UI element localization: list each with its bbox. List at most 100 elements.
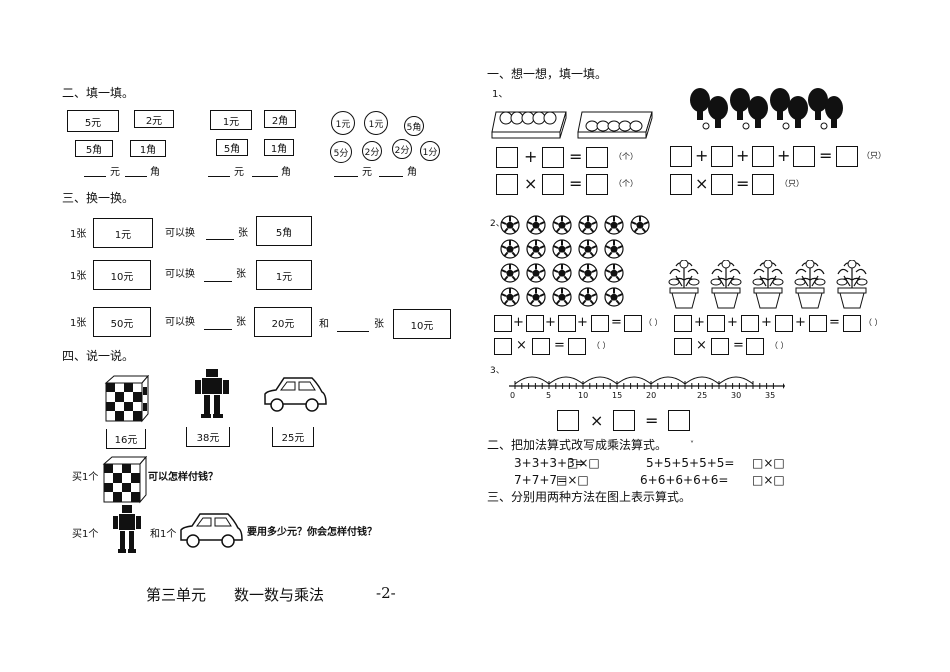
tick-label: 5 — [546, 391, 552, 400]
equals-sign: = — [736, 174, 750, 193]
and-one-label: 和1个 — [150, 529, 177, 540]
can-exchange-label: 可以换 — [165, 269, 195, 280]
number-line-labels: 0 5 10 15 20 25 30 35 — [505, 392, 785, 402]
item-number: 3、 — [490, 366, 505, 376]
one-sheet-label: 1张 — [70, 229, 87, 240]
answer-box[interactable] — [752, 146, 774, 167]
unit-label: （只） — [862, 151, 886, 160]
buy-one-label: 买1个 — [72, 472, 99, 483]
answer-box[interactable] — [711, 338, 729, 355]
addition-expression: 5+5+5+5+5= — [646, 456, 735, 470]
answer-box[interactable] — [775, 315, 793, 332]
answer-box[interactable] — [793, 146, 815, 167]
unit-yuan: 元 — [362, 167, 372, 178]
banknote: 1角 — [130, 140, 166, 157]
toy-car-icon — [180, 513, 243, 548]
plus-sign: + — [577, 315, 588, 330]
banknote: 10元 — [93, 260, 151, 290]
answer-box[interactable] — [670, 174, 692, 195]
answer-box[interactable] — [542, 174, 564, 195]
toy-car-icon — [264, 377, 327, 412]
answer-box[interactable] — [494, 338, 512, 355]
egg-tray-icon — [491, 111, 653, 139]
equals-sign: = — [733, 338, 744, 353]
answer-box[interactable] — [843, 315, 861, 332]
multiplication-blank[interactable]: □×□ — [567, 456, 600, 470]
plus-sign: + — [761, 315, 772, 330]
equals-sign: = — [554, 338, 565, 353]
rubiks-cube-icon — [102, 456, 148, 504]
answer-box[interactable] — [741, 315, 759, 332]
section-rewrite-title: 二、把加法算式改写成乘法算式。 — [487, 438, 668, 452]
multiplication-blank[interactable]: □×□ — [752, 456, 785, 470]
answer-box[interactable] — [624, 315, 642, 332]
answer-box[interactable] — [746, 338, 764, 355]
answer-box[interactable] — [670, 146, 692, 167]
tick-label: 30 — [731, 391, 742, 400]
answer-box[interactable] — [591, 315, 609, 332]
answer-box[interactable] — [586, 174, 608, 195]
answer-box[interactable] — [557, 410, 579, 431]
times-sign: × — [695, 174, 709, 193]
answer-box[interactable] — [707, 315, 725, 332]
addition-expression: 3+3+3+3= — [514, 456, 585, 470]
banknote: 2角 — [264, 110, 296, 128]
coin: 2分 — [392, 139, 412, 159]
sheet-label: 张 — [236, 269, 246, 280]
plus-sign: + — [777, 146, 791, 165]
answer-box[interactable] — [586, 147, 608, 168]
price-tag: 16元 — [106, 429, 146, 449]
banknote: 50元 — [93, 307, 151, 337]
plus-sign: + — [695, 146, 709, 165]
answer-box[interactable] — [568, 338, 586, 355]
answer-box[interactable] — [532, 338, 550, 355]
banknote: 5元 — [67, 110, 119, 132]
banknote: 20元 — [254, 307, 312, 337]
robot-icon — [195, 369, 229, 418]
coin: 5分 — [330, 141, 352, 163]
answer-box[interactable] — [752, 174, 774, 195]
equals-sign: = — [829, 315, 840, 330]
unit-jiao: 角 — [281, 167, 291, 178]
unit-paren: （ ） — [644, 318, 663, 327]
answer-box[interactable] — [711, 174, 733, 195]
answer-box[interactable] — [558, 315, 576, 332]
answer-box[interactable] — [668, 410, 690, 431]
can-exchange-label: 可以换 — [165, 228, 195, 239]
multiplication-blank[interactable]: □×□ — [556, 473, 589, 487]
rubiks-cube-icon — [104, 375, 150, 423]
price-tag: 25元 — [272, 427, 314, 447]
answer-box[interactable] — [674, 315, 692, 332]
banknote: 1角 — [264, 139, 294, 156]
plus-sign: + — [694, 315, 705, 330]
section-think-title: 一、想一想，填一填。 — [487, 67, 608, 81]
banknote: 1元 — [93, 218, 153, 248]
answer-box[interactable] — [494, 315, 512, 332]
number-line — [509, 376, 785, 389]
plus-sign: + — [513, 315, 524, 330]
times-sign: × — [590, 411, 604, 430]
tick-label: 20 — [646, 391, 657, 400]
answer-box[interactable] — [674, 338, 692, 355]
robot-icon — [113, 505, 141, 553]
answer-box[interactable] — [711, 146, 733, 167]
multiplication-blank[interactable]: □×□ — [752, 473, 785, 487]
answer-box[interactable] — [836, 146, 858, 167]
answer-box[interactable] — [809, 315, 827, 332]
unit-yuan: 元 — [110, 167, 120, 178]
item-number: 1、 — [492, 89, 509, 100]
football-grid-icon — [500, 215, 650, 307]
answer-box[interactable] — [496, 147, 518, 168]
unit-jiao: 角 — [150, 167, 160, 178]
plus-sign: + — [524, 147, 538, 166]
answer-box[interactable] — [613, 410, 635, 431]
answer-box[interactable] — [526, 315, 544, 332]
paddle-group-icon — [690, 88, 843, 130]
tick-label: 15 — [612, 391, 623, 400]
times-sign: × — [696, 338, 707, 353]
banknote: 5角 — [75, 140, 113, 157]
answer-box[interactable] — [496, 174, 518, 195]
answer-box[interactable] — [542, 147, 564, 168]
addition-expression: 7+7+7= — [514, 473, 568, 487]
coin: 2分 — [362, 141, 382, 161]
